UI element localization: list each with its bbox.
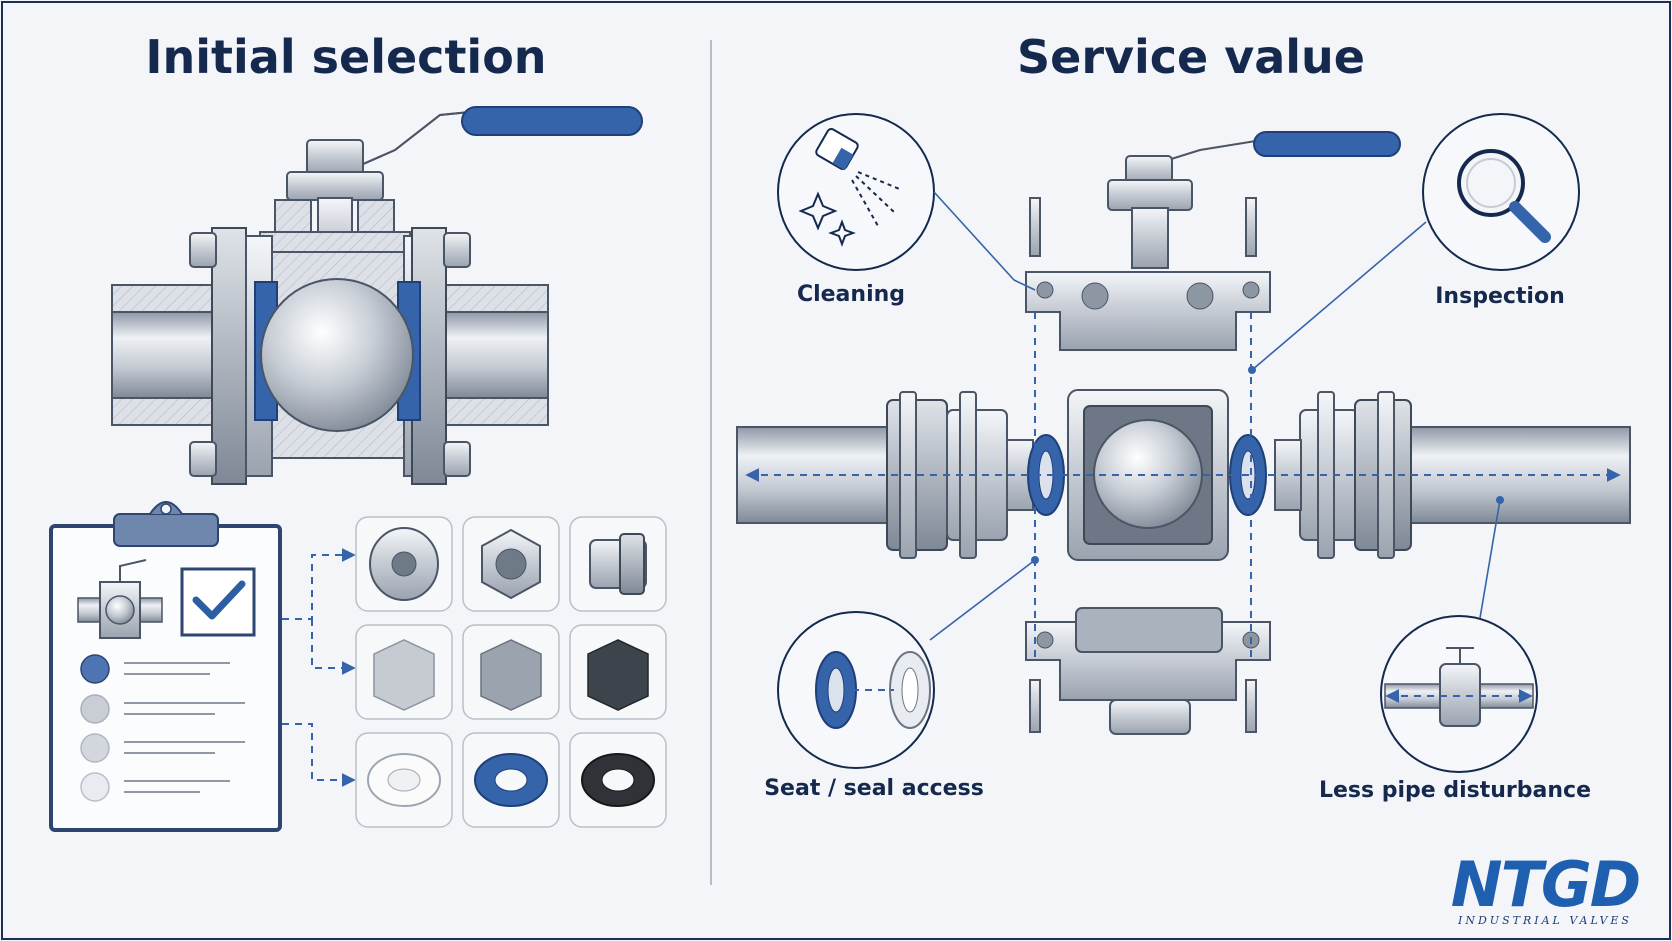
center-ball — [1093, 419, 1203, 529]
mini-valve-icon — [77, 559, 163, 639]
valve-ball — [260, 278, 414, 432]
label-inspection: Inspection — [1435, 284, 1565, 309]
left-pipe — [736, 426, 888, 524]
bonnet-handle-grip — [1253, 131, 1401, 157]
magnifier-icon — [1457, 149, 1551, 243]
stem-nut — [306, 139, 364, 175]
logo-wordmark: NTGD — [1451, 848, 1640, 921]
checkmark-icon — [192, 580, 246, 620]
bonnet-body — [1025, 271, 1271, 351]
label-less-pipe-disturbance: Less pipe disturbance — [1319, 778, 1591, 803]
left-panel-title: Initial selection — [145, 30, 546, 84]
cutaway-ball-valve-illustration — [111, 106, 643, 485]
list-bullet — [80, 654, 110, 684]
spray-nozzle-icon — [815, 127, 903, 227]
checkbox — [180, 567, 256, 637]
valve-handle-grip — [461, 106, 643, 136]
clipboard-clip — [113, 513, 219, 547]
exploded-bottom-body — [1025, 607, 1271, 735]
callout-cleaning — [777, 113, 1036, 291]
list-bullet — [80, 772, 110, 802]
callout-less-pipe-disturbance — [1380, 496, 1538, 773]
exploded-top-bonnet — [1025, 131, 1401, 351]
sparkle-icon — [798, 191, 856, 247]
callout-inspection — [1248, 113, 1580, 374]
list-bullet — [80, 733, 110, 763]
right-panel-title: Service value — [1017, 30, 1365, 84]
pipeline — [736, 389, 1631, 561]
option-tile-grid — [355, 516, 667, 828]
list-bullet — [80, 694, 110, 724]
brand-logo: NTGD INDUSTRIAL VALVES — [1451, 848, 1642, 927]
logo-tagline: INDUSTRIAL VALVES — [1457, 914, 1632, 927]
label-seat-seal-access: Seat / seal access — [764, 776, 984, 801]
callout-seat-seal-access — [777, 556, 1039, 769]
label-cleaning: Cleaning — [797, 282, 905, 307]
selection-connectors — [282, 548, 356, 787]
selection-checklist-clipboard — [49, 501, 282, 832]
